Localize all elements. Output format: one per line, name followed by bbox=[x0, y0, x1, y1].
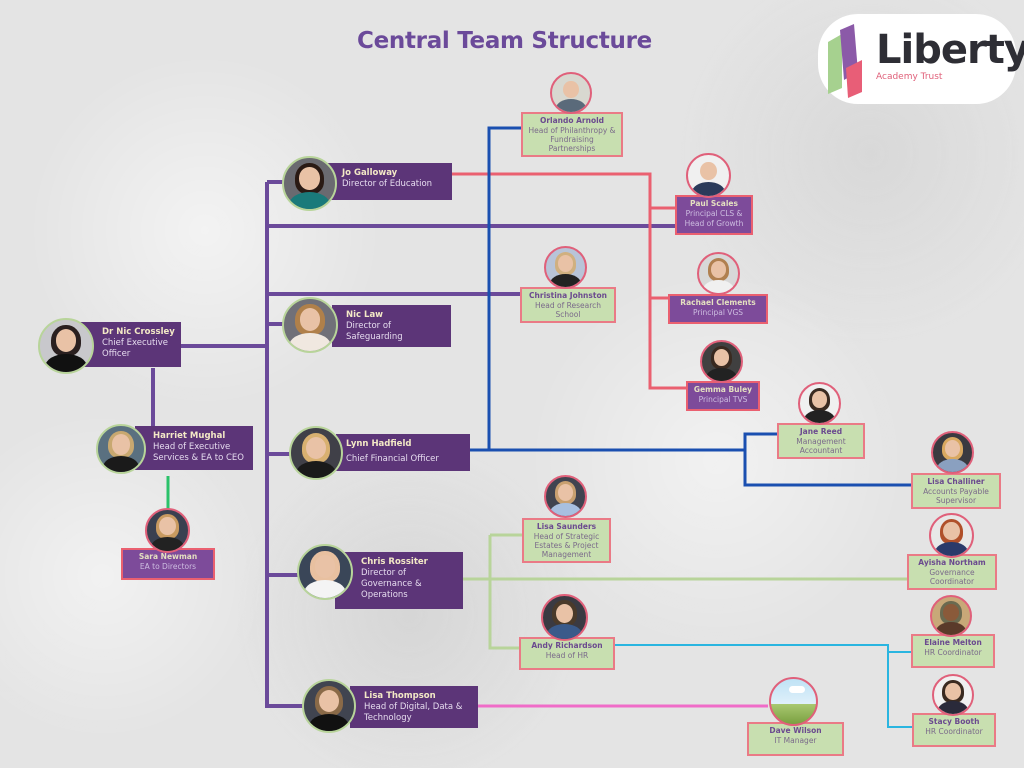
ceo-name: Dr Nic Crossley bbox=[102, 327, 175, 337]
ayisha-card[interactable]: Ayisha Northam Governance Coordinator bbox=[907, 554, 997, 590]
lisat-name: Lisa Thompson bbox=[364, 691, 436, 701]
paul-card[interactable]: Paul Scales Principal CLS & Head of Grow… bbox=[675, 195, 753, 235]
chris-name: Chris Rossiter bbox=[361, 557, 428, 567]
elaine-role: HR Coordinator bbox=[924, 648, 982, 657]
gemma-card[interactable]: Gemma Buley Principal TVS bbox=[686, 381, 760, 411]
ceo-role: Chief Executive Officer bbox=[102, 338, 168, 359]
paul-name: Paul Scales bbox=[690, 199, 738, 208]
lisac-name: Lisa Challiner bbox=[927, 477, 985, 486]
lisas-card[interactable]: Lisa Saunders Head of Strategic Estates … bbox=[522, 518, 611, 563]
andy-photo bbox=[541, 594, 588, 641]
connector-andy bbox=[488, 535, 519, 650]
rachael-role: Principal VGS bbox=[692, 308, 744, 317]
connector-orlando bbox=[487, 126, 522, 450]
dave-name: Dave Wilson bbox=[769, 726, 822, 735]
jo-role: Director of Education bbox=[342, 179, 433, 189]
dave-placeholder-photo bbox=[769, 677, 818, 726]
lisas-name: Lisa Saunders bbox=[536, 522, 597, 531]
gemma-role: Principal TVS bbox=[698, 395, 748, 404]
dave-card[interactable]: Dave Wilson IT Manager bbox=[747, 722, 844, 756]
rachael-photo bbox=[697, 252, 740, 295]
connector-lisac bbox=[743, 450, 911, 487]
orlando-card[interactable]: Orlando Arnold Head of Philanthropy & Fu… bbox=[521, 112, 623, 157]
harriet-photo bbox=[96, 424, 146, 474]
sara-photo bbox=[145, 508, 190, 553]
andy-name: Andy Richardson bbox=[531, 641, 603, 650]
chris-card[interactable]: Chris Rossiter Director of Governance & … bbox=[335, 552, 463, 609]
orlando-name: Orlando Arnold bbox=[539, 116, 605, 125]
dave-role: IT Manager bbox=[774, 736, 817, 745]
chris-role: Director of Governance & Operations bbox=[361, 568, 422, 600]
christina-name: Christina Johnston bbox=[529, 291, 607, 300]
stacy-role: HR Coordinator bbox=[925, 727, 983, 736]
andy-card[interactable]: Andy Richardson Head of HR bbox=[519, 637, 615, 670]
page-title: Central Team Structure bbox=[357, 28, 652, 54]
connector-stacy bbox=[887, 652, 912, 728]
lisas-role: Head of Strategic Estates & Project Mana… bbox=[533, 532, 600, 559]
ceo-photo bbox=[38, 318, 94, 374]
niclaw-role: Director of Safeguarding bbox=[346, 321, 403, 342]
sara-card[interactable]: Sara Newman EA to Directors bbox=[121, 548, 215, 580]
niclaw-name: Nic Law bbox=[346, 310, 384, 320]
paul-photo bbox=[686, 153, 731, 198]
niclaw-photo bbox=[282, 297, 338, 353]
gemma-photo bbox=[700, 340, 743, 383]
liberty-logo: Liberty Academy Trust bbox=[818, 14, 1024, 104]
rachael-card[interactable]: Rachael Clements Principal VGS bbox=[668, 294, 768, 324]
christina-card[interactable]: Christina Johnston Head of Research Scho… bbox=[520, 287, 616, 323]
connector-jane bbox=[743, 432, 779, 450]
jo-name: Jo Galloway bbox=[342, 168, 398, 178]
jane-role: Management Accountant bbox=[796, 437, 846, 455]
orlando-role: Head of Philanthropy & Fundraising Partn… bbox=[528, 126, 616, 153]
lisac-photo bbox=[931, 431, 974, 474]
jane-photo bbox=[798, 382, 841, 425]
rachael-name: Rachael Clements bbox=[680, 298, 756, 307]
lynn-card[interactable]: Lynn Hadfield Chief Financial Officer bbox=[336, 434, 470, 471]
jane-name: Jane Reed bbox=[799, 427, 843, 436]
elaine-name: Elaine Melton bbox=[924, 638, 982, 647]
christina-photo bbox=[544, 246, 587, 289]
niclaw-card[interactable]: Nic Law Director of Safeguarding bbox=[332, 305, 451, 347]
logo-wordmark: Liberty bbox=[876, 27, 1024, 73]
chris-photo bbox=[297, 544, 353, 600]
elaine-card[interactable]: Elaine Melton HR Coordinator bbox=[911, 634, 995, 668]
stacy-name: Stacy Booth bbox=[928, 717, 980, 726]
lisas-photo bbox=[544, 475, 587, 518]
lisac-role: Accounts Payable Supervisor bbox=[923, 487, 989, 505]
jo-card[interactable]: Jo Galloway Director of Education bbox=[328, 163, 452, 200]
sara-role: EA to Directors bbox=[139, 562, 197, 571]
orlando-photo bbox=[550, 72, 592, 114]
stacy-photo bbox=[932, 674, 974, 716]
ayisha-photo bbox=[929, 513, 974, 558]
lisat-card[interactable]: Lisa Thompson Head of Digital, Data & Te… bbox=[350, 686, 478, 728]
connector-jo-principals bbox=[452, 172, 690, 390]
christina-role: Head of Research School bbox=[534, 301, 601, 319]
sara-name: Sara Newman bbox=[138, 552, 198, 561]
elaine-photo bbox=[930, 595, 972, 637]
liberty-logo-icon bbox=[828, 24, 862, 98]
harriet-name: Harriet Mughal bbox=[153, 431, 226, 441]
jane-card[interactable]: Jane Reed Management Accountant bbox=[777, 423, 865, 459]
connector-trunk bbox=[265, 182, 305, 708]
paul-role: Principal CLS & Head of Growth bbox=[684, 209, 744, 228]
ayisha-role: Governance Coordinator bbox=[929, 568, 975, 586]
gemma-name: Gemma Buley bbox=[693, 385, 753, 394]
logo-subtitle: Academy Trust bbox=[876, 72, 943, 82]
andy-role: Head of HR bbox=[545, 651, 589, 660]
lynn-name: Lynn Hadfield bbox=[346, 439, 412, 449]
stacy-card[interactable]: Stacy Booth HR Coordinator bbox=[912, 713, 996, 747]
connector-andy-hr bbox=[614, 644, 912, 653]
harriet-card[interactable]: Harriet Mughal Head of Executive Service… bbox=[135, 426, 253, 470]
lynn-role: Chief Financial Officer bbox=[346, 454, 439, 464]
jo-photo bbox=[282, 156, 337, 211]
lisat-photo bbox=[302, 679, 356, 733]
lisac-card[interactable]: Lisa Challiner Accounts Payable Supervis… bbox=[911, 473, 1001, 509]
ayisha-name: Ayisha Northam bbox=[918, 558, 986, 567]
harriet-role: Head of Executive Services & EA to CEO bbox=[153, 442, 244, 463]
lisat-role: Head of Digital, Data & Technology bbox=[364, 702, 463, 723]
lynn-photo bbox=[289, 426, 343, 480]
